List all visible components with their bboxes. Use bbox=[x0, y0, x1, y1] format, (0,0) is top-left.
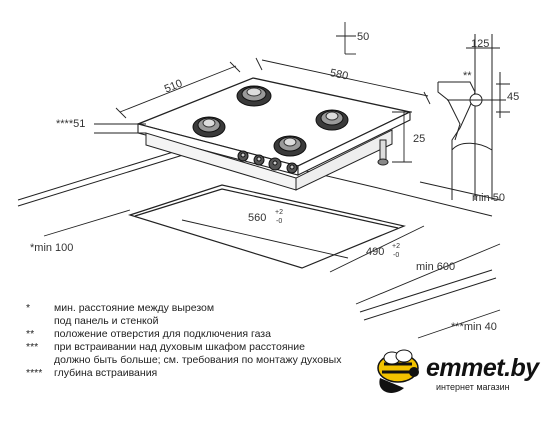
control-knobs bbox=[237, 150, 298, 174]
dim-45: 45 bbox=[507, 91, 519, 103]
footnote-1: * мин. расстояние между вырезом bbox=[26, 302, 341, 315]
footnotes: * мин. расстояние между вырезом под пане… bbox=[26, 302, 341, 381]
footnote-mark: **** bbox=[26, 367, 43, 380]
footnote-4: **** глубина встраивания bbox=[26, 367, 341, 380]
logo-tagline: интернет магазин bbox=[436, 382, 510, 392]
footnote-3: *** при встраивании над духовым шкафом р… bbox=[26, 341, 341, 354]
dim-min-100: *min 100 bbox=[30, 242, 73, 254]
footnote-text: при встраивании над духовым шкафом расст… bbox=[54, 341, 306, 354]
footnote-3-cont: должно быть больше; см. требования по мо… bbox=[26, 354, 341, 367]
dimension-lines bbox=[43, 22, 501, 339]
dim-min-40: ***min 40 bbox=[451, 321, 497, 333]
footnote-text: под панель и стенкой bbox=[54, 315, 159, 328]
dim-51: ****51 bbox=[56, 118, 85, 130]
footnote-text: должно быть больше; см. требования по мо… bbox=[54, 354, 342, 367]
burner-front-left bbox=[192, 116, 226, 138]
burner-back-right bbox=[315, 109, 349, 131]
dim-50-top: 50 bbox=[357, 31, 369, 43]
logo-mascot-icon bbox=[377, 349, 419, 393]
footnote-mark: *** bbox=[26, 341, 39, 354]
burner-back-left bbox=[236, 85, 272, 107]
burner-front-right bbox=[273, 135, 307, 157]
dim-min-50: min 50 bbox=[472, 192, 505, 204]
dim-560: 560 bbox=[248, 212, 266, 224]
hob bbox=[135, 77, 412, 191]
dim-25: 25 bbox=[413, 133, 425, 145]
dim-min-600: min 600 bbox=[416, 261, 455, 273]
logo-name: emmet.by bbox=[426, 354, 539, 382]
dim-490: 490 bbox=[366, 246, 384, 258]
dim-560-tol-plus: +2 bbox=[275, 209, 283, 216]
dim-490-tol-plus: +2 bbox=[392, 243, 400, 250]
footnote-1-cont: под панель и стенкой bbox=[26, 315, 341, 328]
logo: emmet.by интернет магазин bbox=[374, 352, 542, 412]
footnote-text: положение отверстия для подключения газа bbox=[54, 328, 271, 341]
dim-580: 580 bbox=[329, 67, 349, 83]
dim-510: 510 bbox=[163, 77, 185, 95]
footnote-2: ** положение отверстия для подключения г… bbox=[26, 328, 341, 341]
dim-490-tol-minus: -0 bbox=[393, 252, 399, 259]
footnote-text: мин. расстояние между вырезом bbox=[54, 302, 215, 314]
cutout-outline bbox=[128, 184, 406, 269]
footnote-text: глубина встраивания bbox=[54, 367, 158, 380]
dim-125: 125 bbox=[471, 38, 489, 50]
dim-560-tol-minus: -0 bbox=[276, 218, 282, 225]
detail-view bbox=[437, 34, 510, 200]
footnote-mark: * bbox=[26, 302, 31, 314]
footnote-mark: ** bbox=[26, 328, 35, 341]
dim-gas-marker: ** bbox=[463, 70, 472, 82]
